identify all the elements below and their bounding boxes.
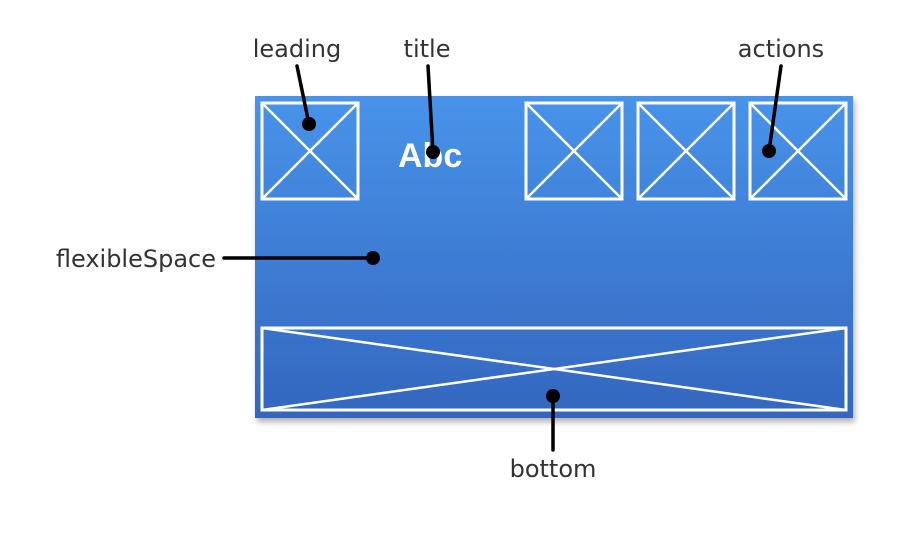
leader-flexible-space bbox=[222, 251, 380, 265]
label-bottom: bottom bbox=[510, 455, 597, 483]
label-flexible-space: flexibleSpace bbox=[56, 245, 216, 273]
leader-title bbox=[426, 64, 440, 159]
action-placeholder-3 bbox=[748, 101, 848, 201]
leader-bottom bbox=[546, 389, 560, 452]
label-actions: actions bbox=[738, 35, 824, 63]
label-title: title bbox=[404, 35, 451, 63]
label-leading: leading bbox=[253, 35, 342, 63]
action-placeholder-1 bbox=[524, 101, 624, 201]
action-placeholder-2 bbox=[636, 101, 736, 201]
leader-leading bbox=[295, 64, 316, 131]
leading-placeholder bbox=[260, 101, 360, 201]
leader-actions bbox=[762, 64, 783, 158]
